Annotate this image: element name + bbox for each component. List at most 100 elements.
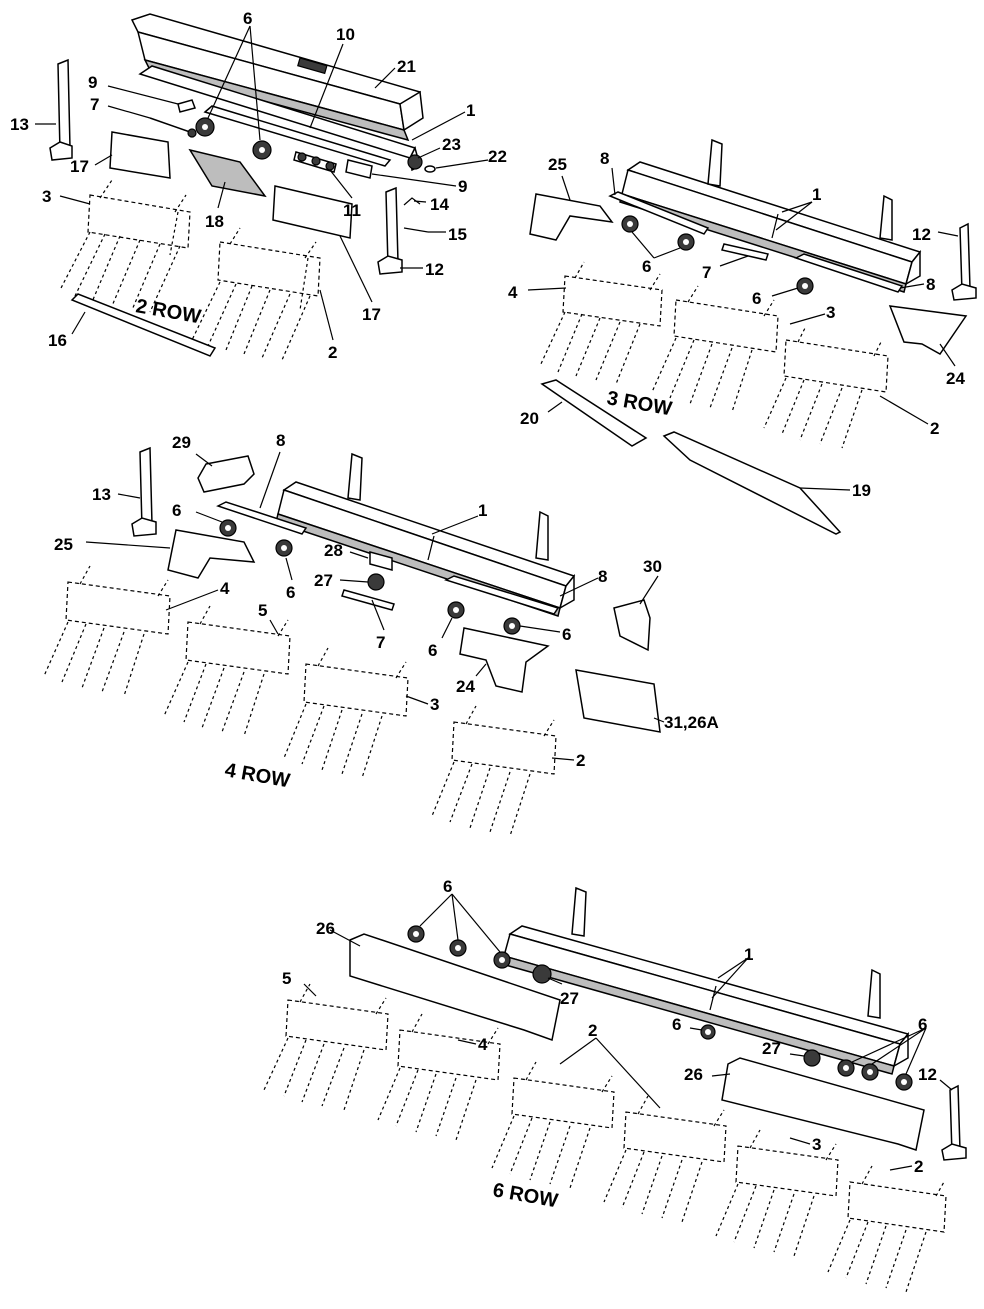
callout-4row-8: 8 (276, 431, 285, 450)
row-unit-part-3-4row (283, 647, 409, 779)
callout-2row-12: 12 (425, 260, 444, 279)
callout-2row-13: 13 (10, 115, 29, 134)
callout-4row-1: 1 (478, 501, 487, 520)
callout-4row-28: 28 (324, 541, 343, 560)
frame-bar-part-21 (130, 13, 424, 142)
rod-part-7-3row (721, 243, 769, 261)
callout-2row-17b: 17 (362, 305, 381, 324)
callout-3row-7: 7 (702, 263, 711, 282)
callout-4row-7: 7 (376, 633, 385, 652)
callout-6row-2: 2 (588, 1021, 597, 1040)
bracket-part-9b (345, 159, 373, 179)
callout-3row-19: 19 (852, 481, 871, 500)
callout-2row-6: 6 (243, 9, 252, 28)
row-unit-part-2-4row (431, 705, 557, 837)
housing-part-1-4row (275, 452, 576, 617)
bar-part-16 (70, 293, 217, 357)
row-unit-part-3-3row (651, 285, 779, 413)
callout-4row-29: 29 (172, 433, 191, 452)
callout-4row-6c: 6 (428, 641, 437, 660)
rod-end-part-7 (187, 128, 197, 138)
callout-4row-30: 30 (643, 557, 662, 576)
bar-part-8b-4row (444, 575, 560, 615)
callout-4row-5: 5 (258, 601, 267, 620)
sprocket-part-6-6row (407, 925, 913, 1091)
callout-3row-2: 2 (930, 419, 939, 438)
stand-part-12-6row (941, 1084, 967, 1161)
section-4-row: 4 ROW 29 8 1 13 6 25 6 28 27 8 30 4 7 5 … (43, 431, 719, 837)
section-3-row: 3 ROW 25 8 1 12 7 6 6 8 4 3 24 20 2 19 (508, 138, 977, 535)
callout-6row-2b: 2 (914, 1157, 923, 1176)
callout-6row-6b: 6 (672, 1015, 681, 1034)
callout-6row-26b: 26 (684, 1065, 703, 1084)
rod-part-7 (149, 117, 191, 133)
row-unit-part-5-6row (263, 983, 389, 1111)
callout-4row-3: 3 (430, 695, 439, 714)
row-unit-part-2 (191, 227, 321, 361)
callout-6row-3: 3 (812, 1135, 821, 1154)
bar-part-8-4row (216, 501, 308, 535)
section-2-row: 2 ROW 6 10 21 9 7 1 13 23 22 17 9 3 18 1… (10, 9, 507, 362)
callout-2row-9b: 9 (458, 177, 467, 196)
callout-6row-27b: 27 (762, 1039, 781, 1058)
callout-2row-10: 10 (336, 25, 355, 44)
row-unit-part-5-4row (163, 605, 291, 737)
row-unit-part-4-4row (43, 565, 171, 697)
row-unit-part-4-3row (539, 261, 663, 385)
sprocket-part-27-4row (367, 573, 385, 591)
shield-part-24-4row (459, 627, 550, 693)
callout-6row-26: 26 (316, 919, 335, 938)
plate-part-31-26a (575, 669, 661, 733)
callout-4row-4: 4 (220, 579, 230, 598)
callout-6row-5: 5 (282, 969, 291, 988)
callout-2row-16: 16 (48, 331, 67, 350)
callout-2row-18: 18 (205, 212, 224, 231)
washer-part-23 (407, 154, 423, 170)
callout-2row-1: 1 (466, 101, 475, 120)
rod-part-7-4row (341, 589, 395, 611)
row-unit-part-2-3row (763, 325, 889, 449)
plate-part-18 (188, 148, 267, 198)
row-unit-part-3 (59, 179, 191, 313)
shield-part-17b (272, 185, 353, 239)
plate-part-19 (662, 431, 842, 535)
callout-6row-6: 6 (443, 877, 452, 896)
callout-4row-6d: 6 (562, 625, 571, 644)
callout-4row-13: 13 (92, 485, 111, 504)
shield-part-24 (888, 305, 968, 355)
callout-6row-27: 27 (560, 989, 579, 1008)
row-unit-part-2-6row (491, 1061, 615, 1189)
section-title-4-row: 4 ROW (223, 759, 292, 792)
shield-part-26 (349, 933, 561, 1041)
callout-3row-25: 25 (548, 155, 567, 174)
callout-4row-2: 2 (576, 751, 585, 770)
sprocket-part-6 (195, 117, 272, 160)
callout-2row-3: 3 (42, 187, 51, 206)
callout-4row-6b: 6 (286, 583, 295, 602)
section-title-6-row: 6 ROW (491, 1179, 560, 1212)
callout-6row-1: 1 (744, 945, 753, 964)
stand-part-13-4row (131, 446, 157, 537)
callout-3row-24: 24 (946, 369, 965, 388)
callout-3row-8: 8 (600, 149, 609, 168)
callout-3row-4: 4 (508, 283, 518, 302)
idler-part-11 (293, 151, 337, 173)
callout-2row-9: 9 (88, 73, 97, 92)
stand-part-13 (49, 58, 73, 161)
callout-4row-25: 25 (54, 535, 73, 554)
shield-part-17 (109, 131, 171, 179)
callout-3row-8b: 8 (926, 275, 935, 294)
callout-4row-6: 6 (172, 501, 181, 520)
callout-6row-6c: 6 (918, 1015, 927, 1034)
sprocket-part-27-6row (532, 964, 552, 984)
sprocket-part-6-3row (621, 215, 814, 295)
clip-part-15 (403, 227, 429, 233)
callout-3row-6: 6 (642, 257, 651, 276)
section-6-row: 6 ROW 6 26 1 27 5 6 4 2 27 6 12 26 3 2 (263, 877, 967, 1293)
row-unit-part-2b-6row (603, 1095, 727, 1223)
shield-part-25-4row (167, 529, 256, 579)
callout-2row-2: 2 (328, 343, 337, 362)
clip-part-14 (403, 197, 421, 206)
